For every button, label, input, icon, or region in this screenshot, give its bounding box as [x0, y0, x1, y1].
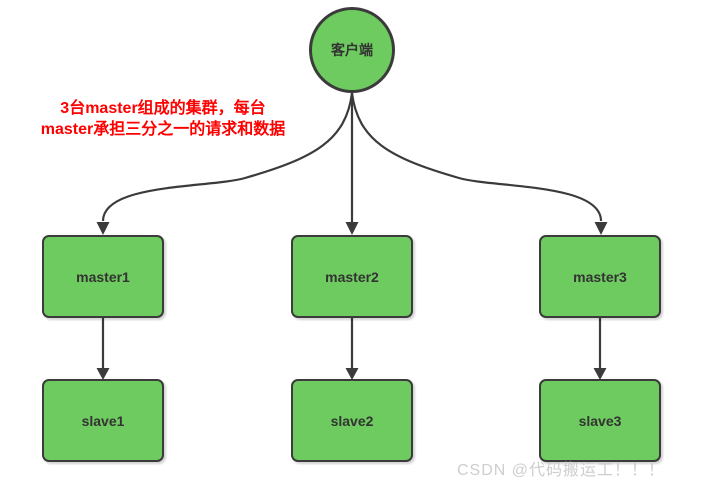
slave3-node: slave3	[539, 379, 661, 462]
master2-label: master2	[325, 268, 379, 285]
slave1-node: slave1	[42, 379, 164, 462]
master3-label: master3	[573, 268, 627, 285]
slave3-label: slave3	[578, 412, 622, 429]
slave1-label: slave1	[81, 412, 125, 429]
client-node: 客户端	[309, 7, 395, 93]
cluster-annotation: 3台master组成的集群，每台 master承担三分之一的请求和数据	[18, 98, 308, 140]
slave2-node: slave2	[291, 379, 413, 462]
arrowhead-master2	[345, 222, 359, 235]
master1-node: master1	[42, 235, 164, 318]
master3-node: master3	[539, 235, 661, 318]
annotation-line-2: master承担三分之一的请求和数据	[40, 121, 286, 138]
annotation-line-1: 3台master组成的集群，每台	[60, 100, 266, 117]
arrowhead-master1	[96, 222, 110, 235]
edge-client-master3	[350, 92, 603, 222]
slave2-label: slave2	[330, 412, 374, 429]
arrowhead-master3	[594, 222, 608, 235]
client-node-label: 客户端	[331, 42, 373, 58]
csdn-watermark: CSDN @代码搬运工！！！	[457, 462, 666, 479]
master2-node: master2	[291, 235, 413, 318]
master1-label: master1	[76, 268, 130, 285]
